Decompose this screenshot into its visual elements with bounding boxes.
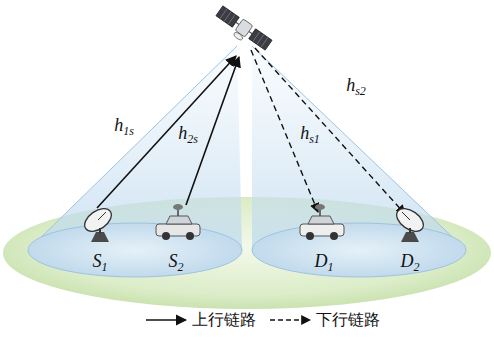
downlink-arrow (251, 50, 318, 212)
beam-edge (252, 46, 466, 250)
legend-text: 上行链路 (192, 311, 256, 329)
channel-label: hs1 (300, 124, 320, 145)
satellite-icon (212, 5, 272, 55)
legend-solid-arrow (146, 319, 186, 321)
node-label: S2 (169, 252, 184, 273)
channel-label: h2s (178, 124, 198, 145)
node-label: D2 (401, 252, 420, 273)
destination-cell (252, 223, 466, 277)
uplink-beam (28, 46, 242, 250)
legend-dashed-arrow (270, 319, 310, 320)
vehicle-icon (156, 204, 200, 240)
uplink-arrow (97, 56, 236, 208)
dish-antenna-icon (393, 204, 428, 242)
node-label: D1 (315, 252, 334, 273)
vehicle-icon (300, 204, 344, 240)
downlink-arrow (255, 48, 405, 214)
node-label: S1 (93, 252, 108, 273)
source-cell (28, 223, 242, 277)
legend-text: 下行链路 (316, 311, 380, 329)
uplink-arrow (186, 57, 239, 205)
channel-label: h1s (114, 116, 134, 137)
downlink-beam (252, 46, 466, 250)
dish-antenna-icon (81, 204, 116, 242)
channel-label: hs2 (346, 76, 366, 97)
